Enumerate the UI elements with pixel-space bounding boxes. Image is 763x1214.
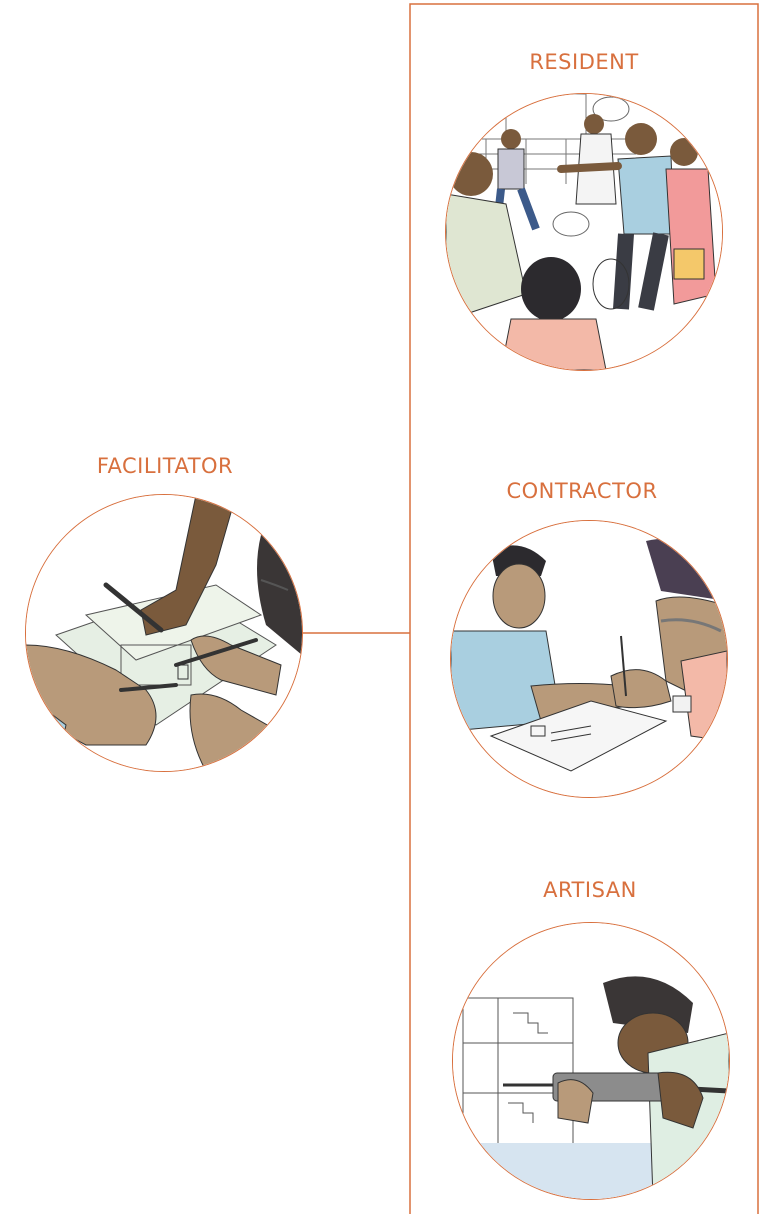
artisan-label: ARTISAN: [543, 878, 637, 902]
resident-illustration: [445, 93, 723, 371]
facilitator-label: FACILITATOR: [96, 454, 234, 478]
contractor-label: CONTRACTOR: [506, 479, 658, 503]
resident-label: RESIDENT: [529, 50, 639, 74]
facilitator-illustration: [25, 494, 303, 772]
contractor-illustration: [450, 520, 728, 798]
bracket-frame: [409, 3, 759, 1214]
artisan-illustration: [452, 922, 730, 1200]
